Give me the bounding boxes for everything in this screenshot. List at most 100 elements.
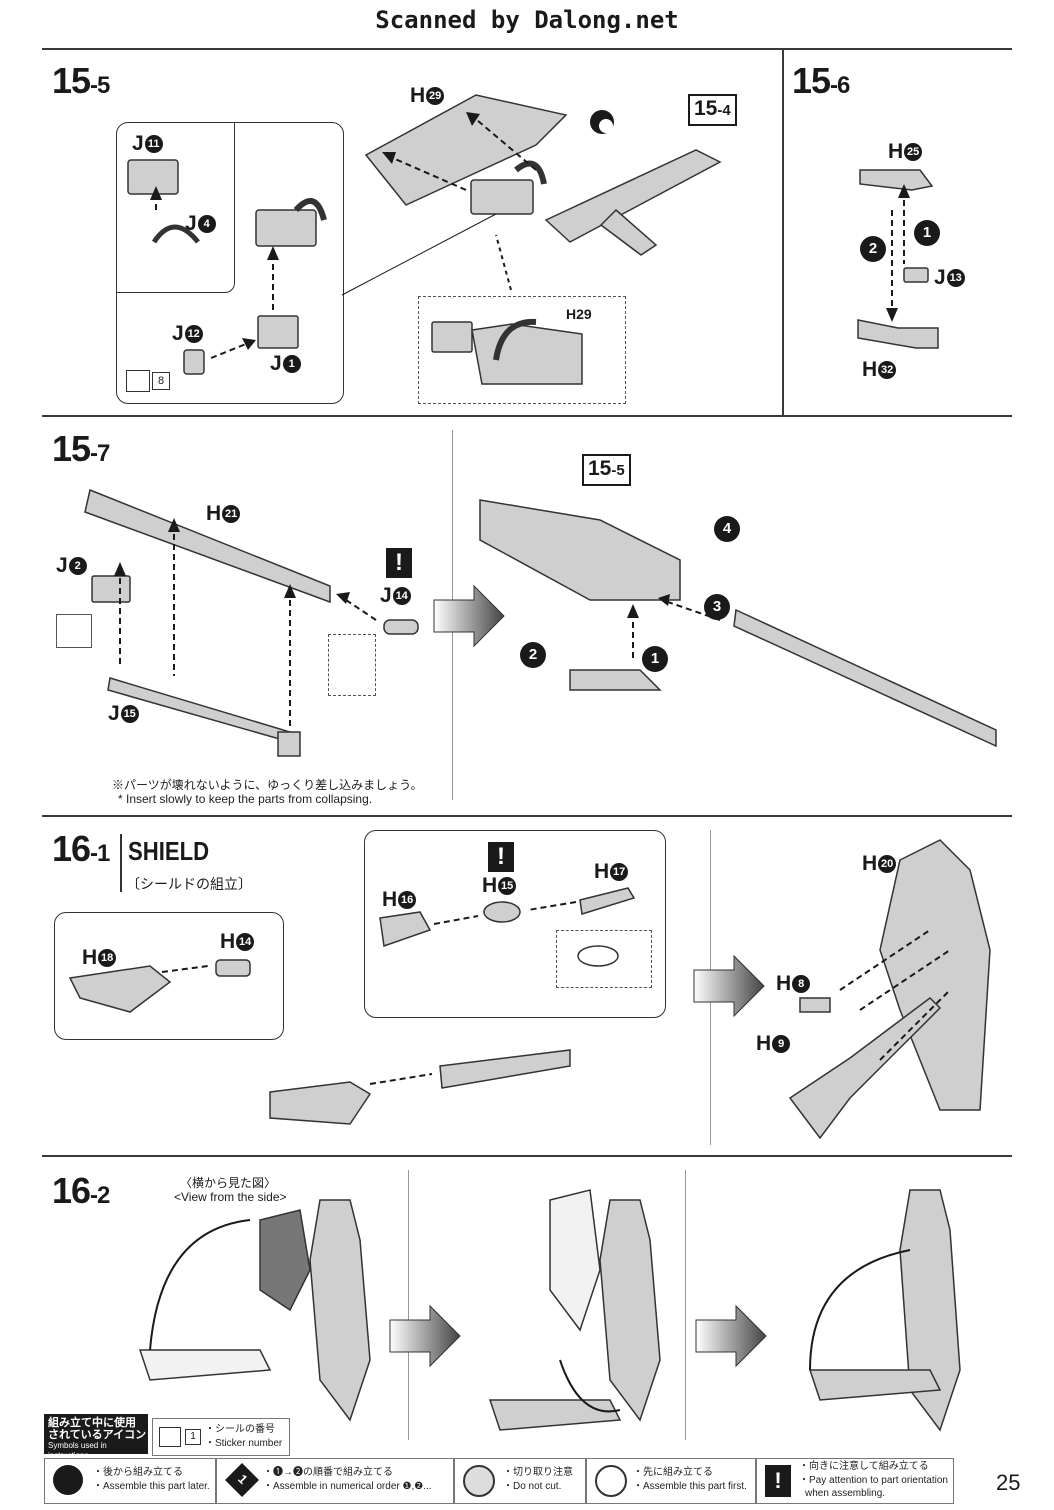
legend-title-box: 組み立て中に使用 されているアイコン Symbols used in instr… bbox=[44, 1414, 148, 1460]
step-15-7-label: 15-7 bbox=[52, 428, 110, 470]
step-number: 15 bbox=[52, 428, 91, 469]
order-badge-2: 2 bbox=[860, 236, 886, 262]
caution-icon-j14: ! bbox=[386, 548, 412, 578]
scan-credit: Scanned by Dalong.net bbox=[375, 6, 679, 34]
divider-v-15-6 bbox=[782, 50, 784, 415]
inner-subpanel bbox=[116, 122, 235, 293]
order-en: ・Assemble in numerical order ❶,❷... bbox=[263, 1481, 432, 1492]
ref-box-15-4: 15-4 bbox=[688, 94, 737, 126]
step-15-5-label: 15-5 bbox=[52, 60, 110, 102]
legend-title-en: Symbols used in instructions bbox=[48, 1441, 107, 1460]
view-from-side-en: <View from the side> bbox=[174, 1190, 287, 1204]
step-subnumber: -6 bbox=[830, 72, 850, 99]
step-number: 15 bbox=[52, 60, 91, 101]
detail-callout-h29 bbox=[418, 296, 626, 404]
shield-title: SHIELD bbox=[128, 836, 210, 866]
assemble-first-icon bbox=[595, 1465, 627, 1497]
diagram-15-6 bbox=[857, 169, 939, 349]
detail-callout-j14 bbox=[328, 634, 376, 696]
sticker-icon bbox=[126, 370, 150, 392]
legend-numerical-order: 1 ・❶→❷の順番で組み立てる ・Assemble in numerical o… bbox=[216, 1458, 454, 1504]
legend-title-jp-2: されているアイコン bbox=[48, 1429, 147, 1441]
step-number: 15 bbox=[792, 60, 831, 101]
later-en: ・Assemble this part later. bbox=[93, 1481, 210, 1492]
orient-en-2: when assembling. bbox=[805, 1488, 886, 1499]
ref-box-15-5: 15-5 bbox=[582, 454, 631, 486]
sticker-number-box: 1 bbox=[185, 1429, 201, 1445]
insert-note-en: * Insert slowly to keep the parts from c… bbox=[118, 792, 373, 806]
first-en: ・Assemble this part first. bbox=[633, 1481, 747, 1492]
order-badge-1: 1 bbox=[914, 220, 940, 246]
sticker-number-8: 8 bbox=[152, 372, 170, 390]
legend-assemble-later: ・後から組み立てる ・Assemble this part later. bbox=[44, 1458, 216, 1504]
diagram-16-2 bbox=[138, 1189, 961, 1432]
shield-title-jp: 〔シールドの組立〕 bbox=[126, 876, 252, 892]
divider-top bbox=[42, 48, 1012, 50]
order-jp: ・❶→❷の順番で組み立てる bbox=[263, 1467, 393, 1478]
order-badge-2-b: 2 bbox=[520, 642, 546, 668]
cut-jp: ・切り取り注意 bbox=[503, 1467, 573, 1478]
legend-do-not-cut: ・切り取り注意 ・Do not cut. bbox=[454, 1458, 586, 1504]
step-subnumber: -5 bbox=[90, 72, 110, 99]
assemble-later-icon bbox=[56, 614, 92, 648]
order-icon: 1 bbox=[225, 1463, 259, 1497]
later-jp: ・後から組み立てる bbox=[93, 1467, 183, 1478]
order-badge-1-b: 1 bbox=[642, 646, 668, 672]
step-subnumber: -7 bbox=[90, 440, 110, 467]
sticker-jp: ・シールの番号 bbox=[205, 1424, 275, 1435]
divider-3 bbox=[42, 1155, 1012, 1157]
divider-v-16-2a bbox=[408, 1170, 409, 1440]
diagram-15-7 bbox=[84, 488, 997, 757]
view-from-side-jp: 〈横から見た図〉 bbox=[180, 1176, 277, 1190]
divider-v-16-2b bbox=[685, 1170, 686, 1440]
sticker-icon bbox=[159, 1427, 181, 1447]
legend-orientation: ! ・向きに注意して組み立てる ・Pay attention to part o… bbox=[756, 1458, 954, 1504]
first-jp: ・先に組み立てる bbox=[633, 1467, 713, 1478]
step-number: 16 bbox=[52, 828, 91, 869]
orient-en-1: ・Pay attention to part orientation bbox=[799, 1475, 948, 1486]
detail-callout-h15 bbox=[556, 930, 652, 988]
sticker-en: ・Sticker number bbox=[205, 1438, 283, 1449]
caution-icon-h15: ! bbox=[488, 842, 514, 872]
step-subnumber: -2 bbox=[90, 1182, 110, 1209]
legend-title-jp-1: 組み立て中に使用 bbox=[48, 1417, 136, 1429]
assemble-later-icon bbox=[53, 1465, 83, 1495]
label-h29-detail: H29 bbox=[566, 306, 592, 322]
step-subnumber: -1 bbox=[90, 840, 110, 867]
step-16-2-label: 16-2 bbox=[52, 1170, 110, 1212]
do-not-cut-icon bbox=[463, 1465, 495, 1497]
legend-sticker-cell: 1 ・シールの番号 ・Sticker number bbox=[152, 1418, 290, 1456]
page-number: 25 bbox=[996, 1470, 1021, 1495]
insert-note-jp: ※パーツが壊れないように、ゆっくり差し込みましょう。 bbox=[112, 778, 423, 792]
legend-assemble-first: ・先に組み立てる ・Assemble this part first. bbox=[586, 1458, 756, 1504]
cut-en: ・Do not cut. bbox=[503, 1481, 562, 1492]
caution-icon: ! bbox=[765, 1465, 791, 1497]
divider-1 bbox=[42, 415, 1012, 417]
orient-jp: ・向きに注意して組み立てる bbox=[799, 1461, 929, 1472]
step-divider-tick bbox=[120, 834, 122, 892]
order-badge-4: 4 bbox=[714, 516, 740, 542]
step-15-6-label: 15-6 bbox=[792, 60, 850, 102]
step-16-1-label: 16-1 bbox=[52, 828, 110, 870]
step-number: 16 bbox=[52, 1170, 91, 1211]
